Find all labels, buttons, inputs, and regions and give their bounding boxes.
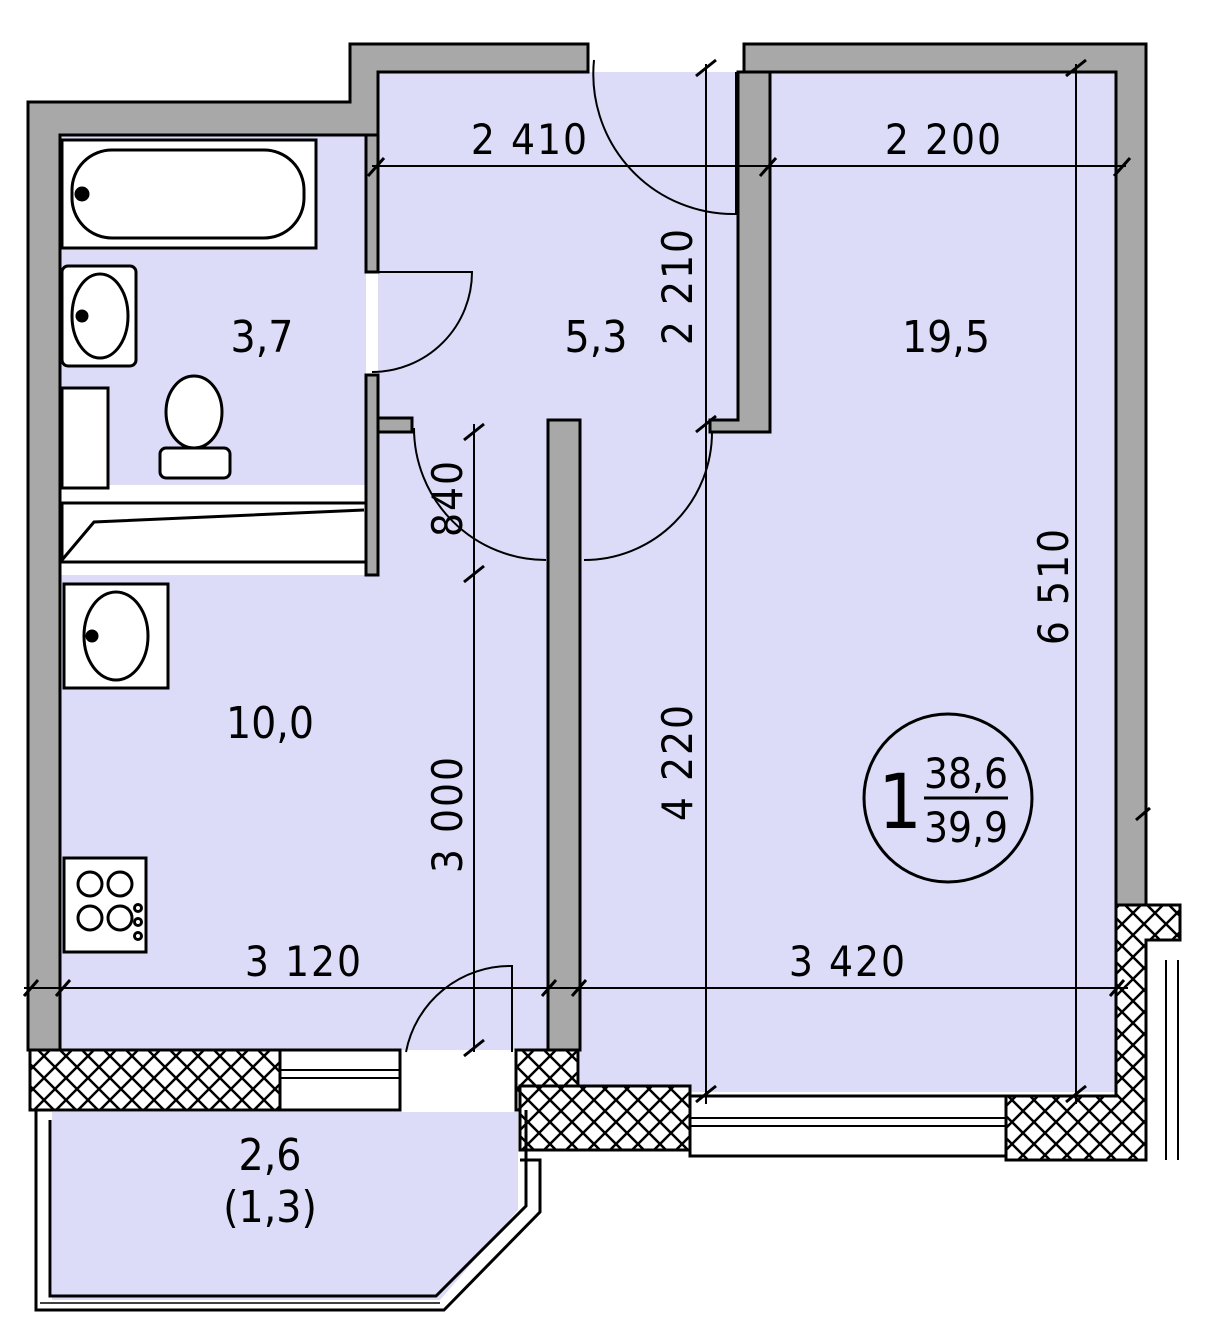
- dimension-lines: [22, 58, 1151, 1104]
- kitchen-annex-floor: [378, 420, 550, 580]
- balcony-rail-inner: [48, 1110, 528, 1298]
- balcony-rail-outer: [34, 1108, 542, 1312]
- kitchen-balcony-wall: [28, 1048, 282, 1112]
- living-room-area: 19,5: [902, 312, 990, 363]
- dim-room-width-bottom: 3 420: [789, 937, 907, 986]
- room-labels: 3,7 5,3 19,5 10,0 2,6 (1,3): [223, 312, 990, 1233]
- dimension-labels: 2 410 2 200 3 120 3 420 2 210 840 3 000 …: [245, 115, 1078, 986]
- room-door: [583, 431, 713, 561]
- kitchen-area: 10,0: [226, 698, 314, 749]
- toilet-bowl: [164, 374, 224, 450]
- dim-kitchen-depth: 3 000: [423, 755, 472, 873]
- stove: [62, 856, 148, 954]
- kitchen-partition-stub: [376, 416, 414, 434]
- balcony-reduced-area: (1,3): [223, 1182, 317, 1233]
- kitchen-door: [413, 427, 547, 561]
- apartment-badge: 1 38,6 39,9: [862, 712, 1034, 884]
- dim-corridor-length: 4 220: [653, 703, 702, 821]
- window-frames: [280, 960, 1179, 1160]
- dim-room-depth: 6 510: [1029, 527, 1078, 645]
- badge-circle: [862, 712, 1034, 884]
- dim-hall-depth: 2 210: [653, 227, 702, 345]
- fixtures: [60, 138, 368, 954]
- dim-room-width-top: 2 200: [885, 115, 1003, 164]
- exterior-walls: [28, 903, 1182, 1162]
- corridor-floor: [580, 72, 740, 1092]
- hall-room-partition: [708, 70, 772, 434]
- bathroom-area: 3,7: [231, 312, 294, 363]
- countertop: [60, 501, 368, 564]
- badge-rooms-count: 1: [878, 757, 922, 846]
- bath-partition: [364, 133, 380, 274]
- corridor-wall: [546, 418, 582, 1052]
- dim-kitchen-width: 3 120: [245, 937, 363, 986]
- balcony-door-frame: [278, 1048, 402, 1112]
- balcony: [34, 1108, 542, 1312]
- dim-door-opening: 840: [423, 459, 472, 537]
- dimension-ticks: [22, 58, 1151, 1104]
- hall-area: 5,3: [565, 312, 628, 363]
- badge-living-total: 38,6: [924, 749, 1008, 798]
- bathroom-door: [371, 271, 474, 373]
- dim-hall-width: 2 410: [471, 115, 589, 164]
- toilet-tank: [158, 446, 232, 480]
- entrance-door: [592, 59, 737, 216]
- room-outer-wall-bottom: [518, 1084, 692, 1152]
- balcony-area: 2,6: [239, 1130, 302, 1181]
- living-room-floor: [738, 72, 1116, 1092]
- bath-partition-lower: [364, 373, 380, 577]
- cabinet: [60, 386, 110, 490]
- room-outer-wall-corner: [1004, 903, 1182, 1162]
- balcony-floor: [52, 1112, 518, 1300]
- badge-total-with-balcony: 39,9: [924, 803, 1008, 852]
